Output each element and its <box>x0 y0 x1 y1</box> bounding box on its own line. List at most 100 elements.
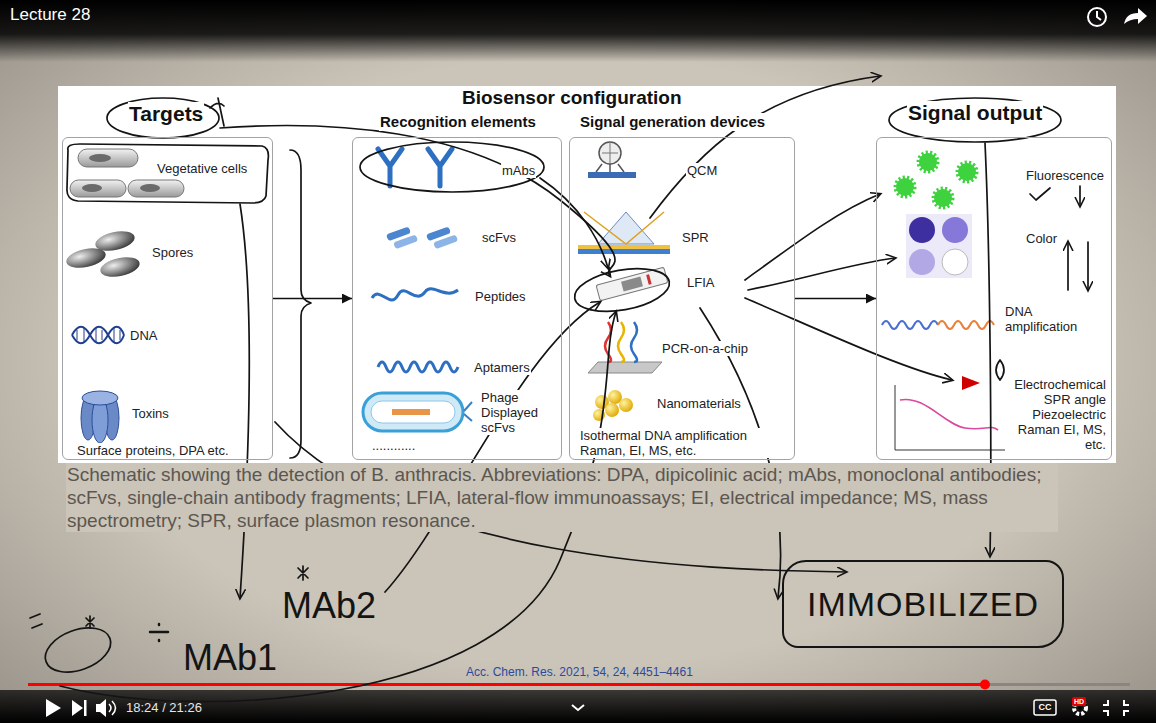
cell-nucleoid <box>140 184 160 192</box>
signal-marker <box>962 376 980 390</box>
hand-star <box>298 566 308 580</box>
quality-badge: HD <box>1072 697 1086 706</box>
scfv-domain <box>433 234 458 249</box>
fluorescent-spot <box>919 153 937 171</box>
spore <box>65 245 108 271</box>
recognition-panel: Recognition elementsmAbsscFvsPeptidesApt… <box>352 137 562 460</box>
captions-icon <box>1034 700 1056 715</box>
signal-device-panel: Signal generation devicesQCMSPRLFIAPCR-o… <box>569 137 795 460</box>
pcr-strand <box>631 322 637 362</box>
hand-arrow <box>540 178 608 268</box>
progress-track <box>28 683 1130 686</box>
hand-circle <box>571 262 672 318</box>
item-label: Spores <box>151 245 194 260</box>
peptide-icon <box>372 289 458 300</box>
hand-tick <box>1030 188 1050 200</box>
hand-arrow <box>748 258 895 290</box>
column-heading: Signal generation devices <box>579 113 766 131</box>
fluorescent-spot <box>934 189 952 207</box>
hand-arrow <box>1079 186 1081 206</box>
column-heading: Targets <box>128 102 204 126</box>
progress-handle <box>980 680 990 690</box>
fluorescent-spot <box>958 163 976 181</box>
flow-arrow <box>273 298 352 299</box>
item-label: scFvs <box>481 230 517 245</box>
item-label: Surface proteins, DPA etc. <box>76 443 230 458</box>
item-label: PCR-on-a-chip <box>661 341 749 356</box>
hand-arrow <box>745 194 880 280</box>
hand-tick <box>210 98 224 126</box>
captions-badge: CC <box>1034 701 1056 714</box>
spr-gold-film <box>578 245 670 249</box>
item-label: SPR <box>681 230 710 245</box>
color-well <box>909 249 935 275</box>
spr-substrate <box>578 249 670 254</box>
hand-star <box>86 616 94 628</box>
watch-later-icon <box>1097 11 1101 20</box>
item-label: DNA amplification <box>1004 304 1086 334</box>
color-well <box>942 217 968 243</box>
dna-strand <box>72 327 124 344</box>
hand-arrow <box>1087 242 1089 290</box>
antibody-icon <box>428 149 452 186</box>
chapter-chevron <box>572 705 584 710</box>
figure-title: Biosensor configuration <box>461 87 683 109</box>
column-heading: Signal output <box>907 101 1043 125</box>
flow-arrow <box>795 298 876 299</box>
fluorescence-icon <box>896 153 976 207</box>
scfv-icon <box>426 225 458 251</box>
spore <box>99 254 142 280</box>
item-label: Color <box>1025 231 1058 246</box>
handwritten-label: MAb2 <box>282 584 376 627</box>
item-label: Peptides <box>474 289 527 304</box>
hand-arrow <box>1067 242 1069 290</box>
nanoparticle <box>605 403 619 417</box>
hand-circle <box>889 98 1061 142</box>
scfv-icon <box>386 225 418 251</box>
hand-mark <box>30 614 42 628</box>
targets-panel: TargetsVegetative cellsSporesDNAToxinsSu… <box>62 137 273 460</box>
phage-capsule <box>363 393 463 431</box>
item-label: Electrochemical SPR angle Piezoelectric … <box>1005 377 1107 452</box>
share-icon <box>1124 8 1147 24</box>
signal-curve <box>900 399 998 430</box>
qcm-base <box>588 172 636 178</box>
phage-inner <box>371 401 455 423</box>
watch-later-icon <box>1088 8 1106 26</box>
volume-icon <box>109 701 116 715</box>
hand-arrow <box>220 126 615 276</box>
scfv-domain <box>393 234 418 249</box>
handwritten-label: MAb1 <box>183 636 277 679</box>
exit-fullscreen-icon <box>1103 700 1129 716</box>
cell-nucleoid <box>82 184 102 192</box>
item-label: Isothermal DNA amplification Raman, EI, … <box>579 428 776 458</box>
hand-circle <box>360 142 544 192</box>
pcr-strand <box>618 322 624 362</box>
hand-arrow <box>385 302 600 592</box>
antibody-icon <box>378 149 402 186</box>
item-label: Nanomaterials <box>656 396 742 411</box>
lfia-window <box>621 277 643 292</box>
hand-circle <box>107 98 219 138</box>
dna-strand <box>72 327 124 344</box>
item-label: Aptamers <box>473 360 531 375</box>
hand-arrow <box>240 204 249 598</box>
qcm-crystal <box>599 142 621 164</box>
vegetative-cell <box>128 180 184 197</box>
color-well <box>942 249 968 275</box>
amplicon-wave <box>938 321 994 329</box>
fluorescent-spot <box>896 178 914 196</box>
item-label: ............ <box>371 438 416 453</box>
vegetative-cell <box>70 180 126 197</box>
item-label: LFIA <box>686 275 715 290</box>
next-icon <box>84 700 87 716</box>
vegetative-cell <box>78 149 138 167</box>
pcr-chip <box>588 362 662 373</box>
hand-cell-sketch <box>39 620 117 681</box>
dna-rungs <box>77 328 120 342</box>
amplicon-wave <box>882 321 938 329</box>
volume-icon <box>96 699 106 717</box>
citation: Acc. Chem. Res. 2021, 54, 24, 4451–4461 <box>466 665 693 679</box>
